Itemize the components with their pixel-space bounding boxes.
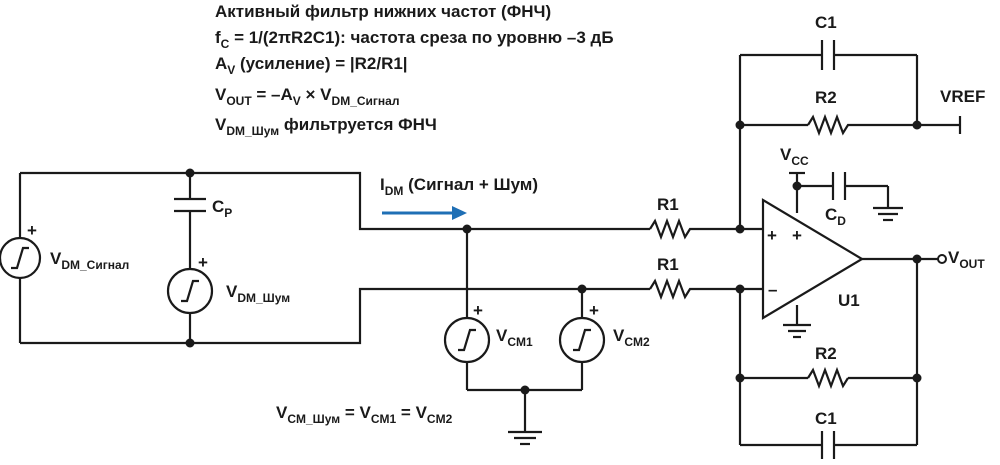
node-dot <box>912 254 922 264</box>
cd-label: CD <box>825 205 846 228</box>
node-dot <box>462 224 472 234</box>
ground-icon <box>783 305 811 339</box>
node-dot <box>735 373 745 383</box>
node-dot <box>185 168 195 178</box>
node-dot <box>735 120 745 130</box>
vcm2-plus: + <box>589 301 599 320</box>
feedback-bottom-wires <box>738 289 917 447</box>
opamp-plus-supply: + <box>792 226 802 245</box>
idm-arrow <box>382 206 467 220</box>
node-dot <box>520 385 530 395</box>
c1-bottom-capacitor <box>820 431 836 459</box>
r2-top-resistor <box>807 113 917 137</box>
vcm2-label: VCM2 <box>613 326 650 349</box>
cd-capacitor <box>831 172 847 200</box>
vcm1-label: VCM1 <box>496 326 533 349</box>
r1-bottom-label: R1 <box>657 255 679 274</box>
c1-bottom-label: C1 <box>815 409 837 428</box>
vout-terminal <box>937 254 947 264</box>
r1-top-label: R1 <box>657 195 679 214</box>
idm-label: IDM (Сигнал + Шум) <box>380 175 538 198</box>
vout-label: VOUT <box>948 248 985 271</box>
vcm1-plus: + <box>473 301 483 320</box>
opamp-minus-input: – <box>768 280 777 299</box>
vdm-noise-label: VDM_Шум <box>226 282 290 305</box>
ground-icon <box>508 430 542 446</box>
r1-top-resistor <box>649 217 740 241</box>
cp-label: CP <box>212 197 232 220</box>
node-dot <box>912 120 922 130</box>
c1-top-label: C1 <box>815 13 837 32</box>
output-wires <box>862 257 938 445</box>
vdm-noise-plus: + <box>198 253 208 272</box>
cm-wires <box>465 229 584 432</box>
vdm-signal-label: VDM_Сигнал <box>50 249 129 272</box>
vcc-label: VCC <box>780 145 809 168</box>
ground-icon <box>873 206 903 222</box>
opamp-plus-input: + <box>767 226 777 245</box>
cm-equation: VCM_Шум = VCM1 = VCM2 <box>276 403 453 426</box>
vcm2-source <box>558 316 606 364</box>
vcm1-source <box>443 316 491 364</box>
vdm-signal-source <box>0 236 42 280</box>
r2-bottom-resistor <box>807 366 849 390</box>
node-dot <box>792 181 802 191</box>
c1-top-capacitor <box>820 40 836 70</box>
r1-bottom-resistor <box>649 277 740 301</box>
note-noise: VDM_Шум фильтруется ФНЧ <box>215 115 437 138</box>
node-dot <box>185 338 195 348</box>
node-dot <box>735 284 745 294</box>
note-title: Активный фильтр нижних частот (ФНЧ) <box>215 2 551 21</box>
vdm-noise-source <box>166 267 214 315</box>
vcc-supply <box>789 171 890 213</box>
opamp-u1 <box>761 198 865 320</box>
note-cutoff: fC = 1/(2πR2C1): частота среза по уровню… <box>215 28 614 51</box>
r2-top-label: R2 <box>815 88 837 107</box>
cp-capacitor <box>174 197 206 213</box>
vdm-signal-plus: + <box>27 221 37 240</box>
node-dot <box>577 284 587 294</box>
note-gain: AV (усиление) = |R2/R1| <box>215 54 408 77</box>
feedback-top-wires <box>738 53 960 229</box>
node-dot <box>912 373 922 383</box>
vref-label: VREF <box>940 87 985 106</box>
note-vout: VOUT = –AV × VDM_Сигнал <box>215 85 399 108</box>
u1-label: U1 <box>838 291 860 310</box>
r2-bottom-label: R2 <box>815 344 837 363</box>
